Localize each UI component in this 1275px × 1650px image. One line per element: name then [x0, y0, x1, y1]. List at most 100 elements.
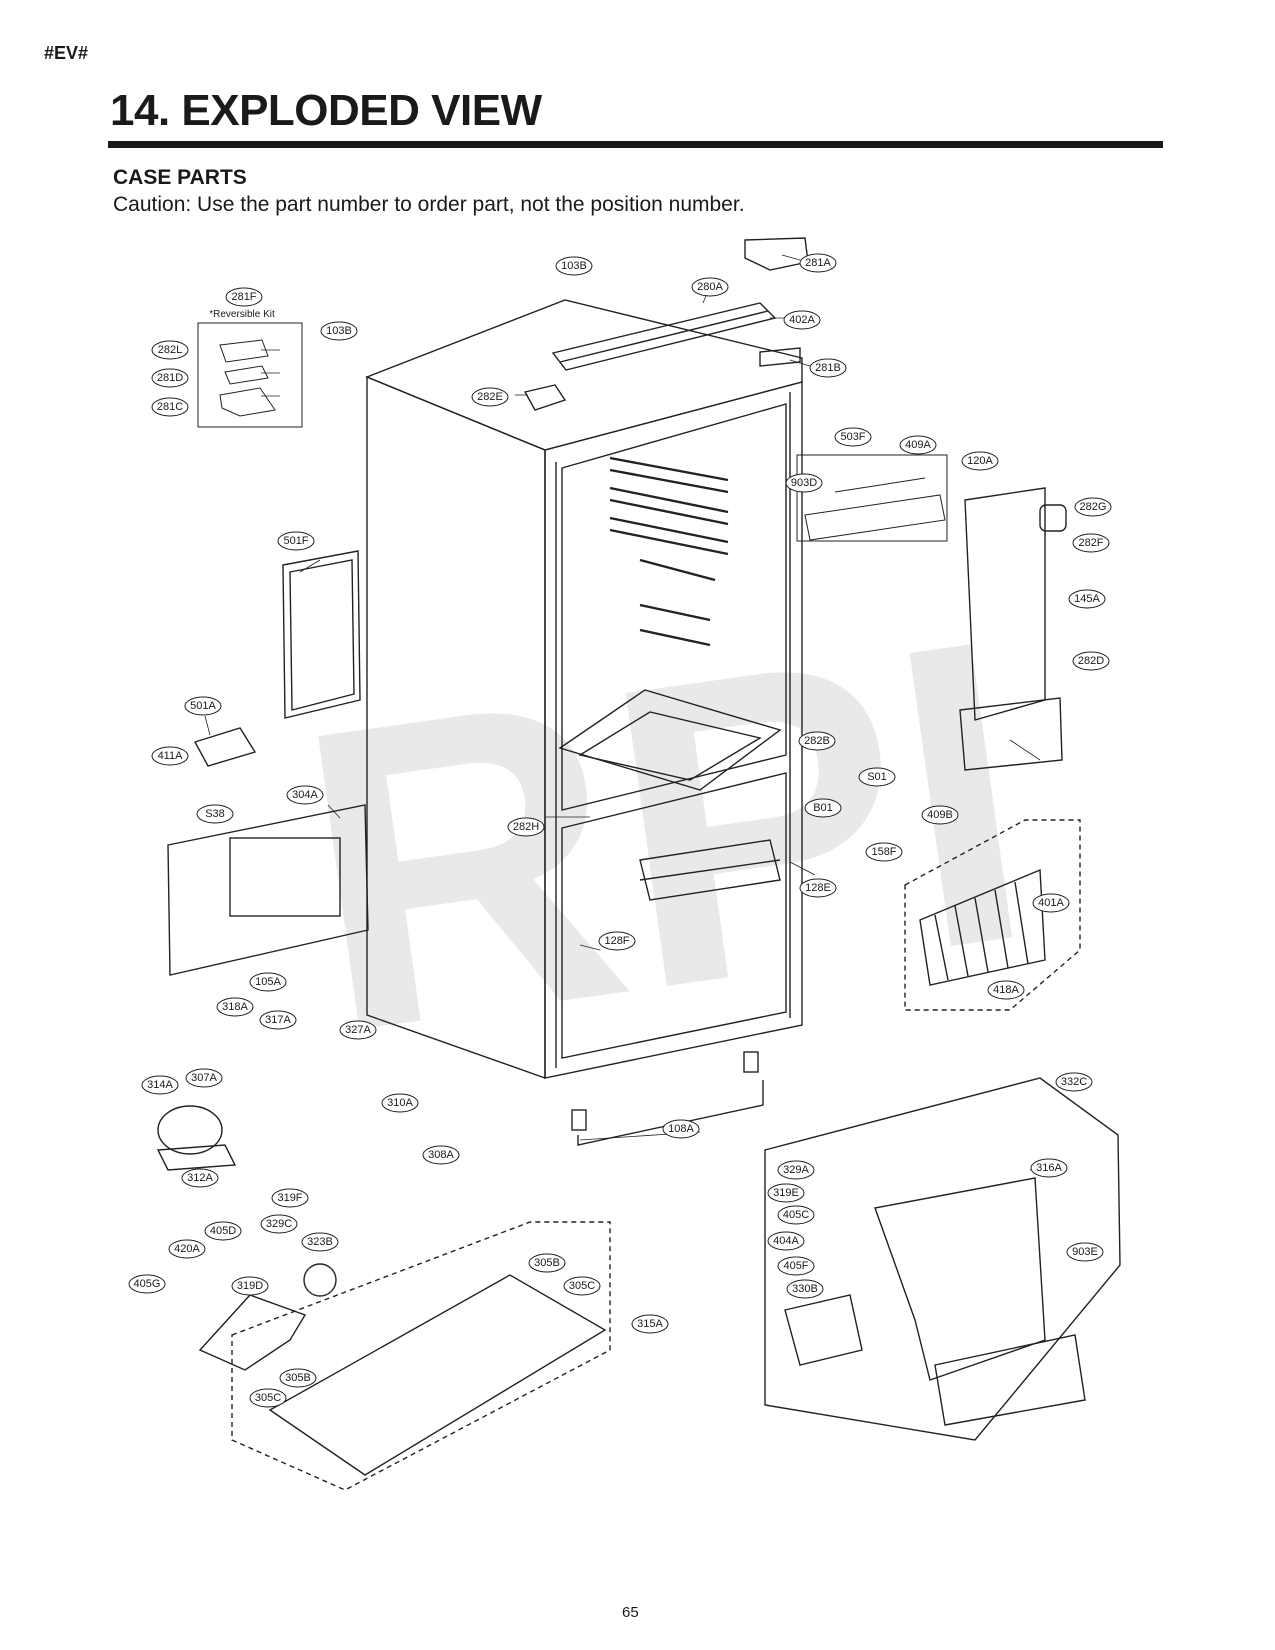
svg-text:282G: 282G — [1080, 501, 1107, 513]
callout-S38[interactable]: S38 — [196, 804, 234, 824]
callout-305C-left[interactable]: 305C — [249, 1388, 287, 1408]
callout-281F[interactable]: 281F — [225, 287, 263, 307]
callout-281C[interactable]: 281C — [151, 397, 189, 417]
callout-405G[interactable]: 405G — [128, 1274, 166, 1294]
callout-323B[interactable]: 323B — [301, 1232, 339, 1252]
evaporator-core — [919, 868, 1046, 986]
svg-text:282F: 282F — [1078, 537, 1103, 549]
callout-409B[interactable]: 409B — [921, 805, 959, 825]
callout-405F[interactable]: 405F — [777, 1256, 815, 1276]
svg-text:281C: 281C — [157, 401, 183, 413]
callout-501F[interactable]: 501F — [277, 531, 315, 551]
svg-text:402A: 402A — [789, 314, 815, 326]
callout-312A[interactable]: 312A — [181, 1168, 219, 1188]
callout-120A[interactable]: 120A — [961, 451, 999, 471]
callout-327A[interactable]: 327A — [339, 1020, 377, 1040]
callout-282E[interactable]: 282E — [471, 387, 509, 407]
svg-text:329C: 329C — [266, 1218, 292, 1230]
fan-bracket — [198, 1294, 307, 1371]
callout-418A[interactable]: 418A — [987, 980, 1025, 1000]
callout-317A[interactable]: 317A — [259, 1010, 297, 1030]
svg-text:405G: 405G — [134, 1278, 161, 1290]
callout-405C[interactable]: 405C — [777, 1205, 815, 1225]
svg-text:316A: 316A — [1036, 1162, 1062, 1174]
callout-308A[interactable]: 308A — [422, 1145, 460, 1165]
callout-305B-right[interactable]: 305B — [528, 1253, 566, 1273]
callout-329A[interactable]: 329A — [777, 1160, 815, 1180]
svg-text:281B: 281B — [815, 362, 841, 374]
callout-282L[interactable]: 282L — [151, 340, 189, 360]
refrigerator-cabinet — [365, 299, 803, 1079]
callout-305B-left[interactable]: 305B — [279, 1368, 317, 1388]
svg-text:310A: 310A — [387, 1097, 413, 1109]
callout-282F[interactable]: 282F — [1072, 533, 1110, 553]
callout-409A[interactable]: 409A — [899, 435, 937, 455]
callout-903E[interactable]: 903E — [1066, 1242, 1104, 1262]
svg-text:281A: 281A — [805, 257, 831, 269]
svg-text:282H: 282H — [513, 821, 539, 833]
svg-text:411A: 411A — [158, 750, 184, 762]
callout-145A[interactable]: 145A — [1068, 589, 1106, 609]
callout-280A[interactable]: 280A — [691, 277, 729, 297]
callout-316A[interactable]: 316A — [1030, 1158, 1068, 1178]
callout-411A[interactable]: 411A — [151, 746, 189, 766]
callout-332C[interactable]: 332C — [1055, 1072, 1093, 1092]
callout-304A[interactable]: 304A — [286, 785, 324, 805]
callout-282G[interactable]: 282G — [1074, 497, 1112, 517]
callout-128E[interactable]: 128E — [799, 878, 837, 898]
svg-text:409A: 409A — [905, 439, 931, 451]
evaporator-box — [904, 819, 1081, 1011]
svg-text:158F: 158F — [871, 846, 896, 858]
callout-330B[interactable]: 330B — [786, 1279, 824, 1299]
dispenser-assembly-box — [764, 1077, 1121, 1441]
shelf-rails — [609, 456, 729, 647]
callout-318A[interactable]: 318A — [216, 997, 254, 1017]
callout-401A[interactable]: 401A — [1032, 893, 1070, 913]
callout-405D[interactable]: 405D — [204, 1221, 242, 1241]
callout-128F[interactable]: 128F — [598, 931, 636, 951]
svg-text:315A: 315A — [637, 1318, 663, 1330]
svg-text:401A: 401A — [1038, 897, 1064, 909]
svg-text:305C: 305C — [255, 1392, 281, 1404]
callout-420A[interactable]: 420A — [168, 1239, 206, 1259]
callout-158F[interactable]: 158F — [865, 842, 903, 862]
callout-314A[interactable]: 314A — [141, 1075, 179, 1095]
hinge-lower-part — [759, 347, 801, 367]
callout-404A[interactable]: 404A — [767, 1231, 805, 1251]
callout-305C-right[interactable]: 305C — [563, 1276, 601, 1296]
callout-108A[interactable]: 108A — [662, 1119, 700, 1139]
callout-402A[interactable]: 402A — [783, 310, 821, 330]
callout-282H[interactable]: 282H — [507, 817, 545, 837]
callout-503F[interactable]: 503F — [834, 427, 872, 447]
svg-text:404A: 404A — [773, 1235, 799, 1247]
top-cover-part — [551, 302, 777, 371]
rear-cover-304A — [167, 804, 369, 976]
callout-319F[interactable]: 319F — [271, 1188, 309, 1208]
svg-text:305C: 305C — [569, 1280, 595, 1292]
svg-text:120A: 120A — [967, 455, 993, 467]
callout-B01[interactable]: B01 — [804, 798, 842, 818]
callout-282B[interactable]: 282B — [798, 731, 836, 751]
callout-103B-top[interactable]: 103B — [555, 256, 593, 276]
svg-text:103B: 103B — [326, 325, 352, 337]
section-subtitle: CASE PARTS — [113, 166, 247, 189]
callout-307A[interactable]: 307A — [185, 1068, 223, 1088]
callout-319D[interactable]: 319D — [231, 1276, 269, 1296]
svg-text:503F: 503F — [840, 431, 865, 443]
callout-501A[interactable]: 501A — [184, 696, 222, 716]
callout-282D[interactable]: 282D — [1072, 651, 1110, 671]
svg-text:501A: 501A — [190, 700, 216, 712]
callout-310A[interactable]: 310A — [381, 1093, 419, 1113]
svg-text:105A: 105A — [255, 976, 281, 988]
callout-281A[interactable]: 281A — [799, 253, 837, 273]
callout-S01[interactable]: S01 — [858, 767, 896, 787]
svg-text:282B: 282B — [804, 735, 830, 747]
callout-281B[interactable]: 281B — [809, 358, 847, 378]
callout-319E[interactable]: 319E — [767, 1183, 805, 1203]
callout-903D[interactable]: 903D — [785, 473, 823, 493]
callout-105A[interactable]: 105A — [249, 972, 287, 992]
callout-329C[interactable]: 329C — [260, 1214, 298, 1234]
callout-315A[interactable]: 315A — [631, 1314, 669, 1334]
callout-281D[interactable]: 281D — [151, 368, 189, 388]
callout-103B-kit[interactable]: 103B — [320, 321, 358, 341]
